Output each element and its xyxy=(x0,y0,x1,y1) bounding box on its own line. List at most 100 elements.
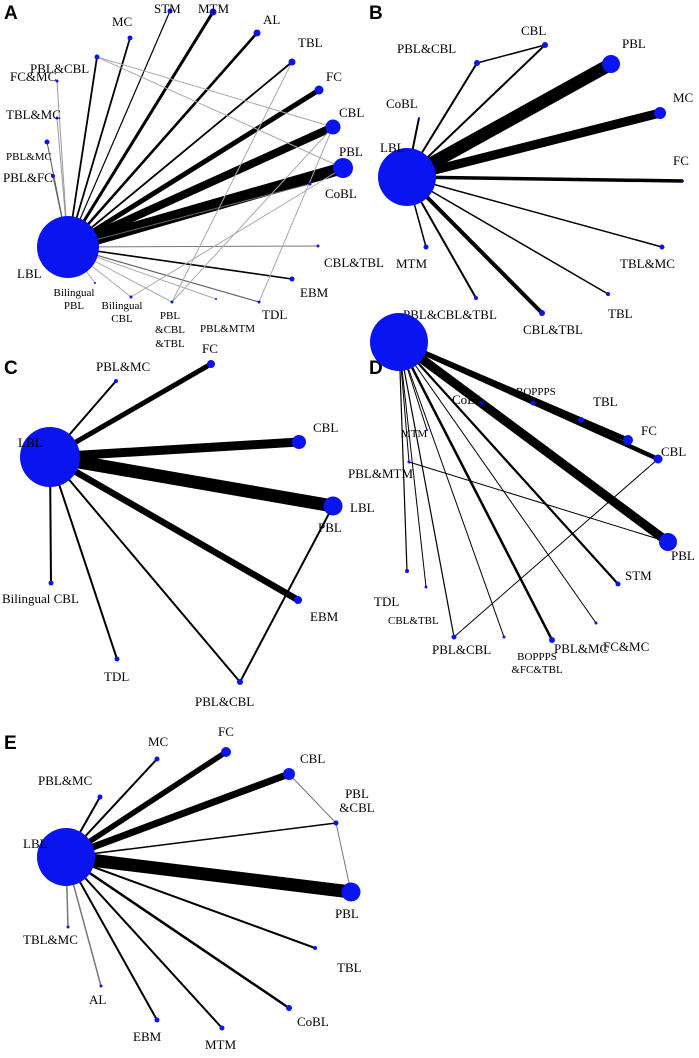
edge-pblcbl-cbl xyxy=(476,44,546,64)
node-label-tdl: TDL xyxy=(374,594,399,609)
node-pblfc xyxy=(51,174,55,178)
edge-lbl-pbl xyxy=(65,850,352,899)
node-pblmc xyxy=(549,637,555,643)
edge-pbl-bicbl xyxy=(130,167,344,298)
node-bicbl xyxy=(48,580,54,586)
node-label-pblcbltbl: &TBL xyxy=(155,338,185,350)
node-fc xyxy=(623,435,633,445)
edge-lbl-pblcbl xyxy=(49,456,241,683)
node-label-cobl: CoBL xyxy=(452,392,484,407)
node-fcmc xyxy=(594,621,598,625)
node-stm xyxy=(615,581,621,587)
node-label-bipbl: PBL xyxy=(64,300,84,312)
node-label-tbl: TBL xyxy=(593,394,618,409)
node-mc xyxy=(154,756,160,762)
edge-lbl-fcmc xyxy=(398,341,597,624)
node-pbl xyxy=(341,882,361,902)
node-label-al: AL xyxy=(89,992,106,1007)
node-cobl xyxy=(286,1005,292,1011)
edge-lbl-pblcbl xyxy=(398,341,455,638)
node-cbl xyxy=(283,768,295,780)
node-label-fc: FC xyxy=(202,341,218,356)
edges xyxy=(46,10,345,303)
edge-lbl-tbl xyxy=(65,856,316,949)
edge-cbl-tdl xyxy=(258,126,334,303)
node-tbl xyxy=(313,946,317,950)
node-lbl xyxy=(378,148,436,206)
node-label-cbltbl: CBL&TBL xyxy=(523,322,583,337)
node-label-tblmc: TBL&MC xyxy=(23,932,78,947)
node-label-lbl: LBL xyxy=(18,435,43,450)
node-label-cbltbl: CBL&TBL xyxy=(388,615,439,627)
edge-lbl-cbltbl xyxy=(398,341,427,588)
node-pbl xyxy=(323,496,343,516)
node-label-tdl: TDL xyxy=(262,307,287,322)
node-label-tblmc: TBL&MC xyxy=(620,256,675,271)
edge-lbl-pbl xyxy=(396,338,671,546)
node-label-tbl: TBL xyxy=(298,35,323,50)
edge-lbl-al xyxy=(67,32,258,248)
edge-lbl-pblcbl xyxy=(67,56,98,248)
node-label-tblmc: TBL&MC xyxy=(6,107,61,122)
node-tblmc xyxy=(55,116,59,120)
node-label-pblcbltbl: &CBL xyxy=(155,324,185,336)
node-label-bicbl: Bilingual xyxy=(102,300,143,312)
node-cbl xyxy=(292,435,306,449)
node-label-fc: FC xyxy=(218,724,234,739)
node-label-cobl: CoBL xyxy=(325,186,357,201)
node-label-fc: FC xyxy=(326,69,342,84)
node-label-fc: FC xyxy=(673,153,689,168)
edge-lbl-cbltbl xyxy=(67,245,319,248)
edge-lbl-mc xyxy=(67,37,131,248)
edge-lbl-tblmc xyxy=(406,176,663,248)
edge-lbl-tdl xyxy=(49,456,118,660)
node-label-al: AL xyxy=(263,12,280,27)
node-tdl xyxy=(405,569,409,573)
node-label-lbl: LBL xyxy=(380,140,405,155)
edges xyxy=(396,338,671,641)
node-fcmc xyxy=(55,79,59,83)
node-pblmc xyxy=(44,139,50,145)
node-pblcbl xyxy=(451,634,457,640)
node-label-lbl: LBL xyxy=(17,266,42,281)
edge-lbl-tdl xyxy=(67,246,260,303)
node-cobl xyxy=(480,401,484,405)
node-label-stm: STM xyxy=(154,1,181,16)
node-label-bopppsfctbl: &FC&TBL xyxy=(511,664,563,676)
edge-lbl-cobl xyxy=(65,855,290,1010)
node-tbl xyxy=(606,292,610,296)
edge-lbl-cobl xyxy=(67,183,311,248)
node-label-pbl: PBL xyxy=(622,36,646,51)
node-label-pblcbl: PBL&CBL xyxy=(30,61,89,76)
node-pblmtm xyxy=(215,298,217,300)
node-pbl xyxy=(333,158,353,178)
node-pblcbl xyxy=(474,60,480,66)
edges xyxy=(64,749,352,1029)
node-lbl xyxy=(20,427,80,487)
node-label-cbl: CBL xyxy=(339,105,364,120)
node-label-cbl: CBL xyxy=(661,444,686,459)
node-cbl xyxy=(653,454,663,464)
node-fc xyxy=(682,180,684,182)
node-label-boppps: BOPPPS xyxy=(516,386,556,398)
node-label-cbl: CBL xyxy=(521,23,546,38)
node-label-tdl: TDL xyxy=(104,669,129,684)
node-label-pbl: PBL xyxy=(339,144,363,159)
edge-lbl-mc xyxy=(405,108,662,182)
edge-lbl-mtm xyxy=(66,11,215,248)
node-label-fcmc: FC&MC xyxy=(10,69,56,84)
node-cbl xyxy=(542,42,548,48)
edge-lbl-cbl xyxy=(66,123,335,251)
edge-pblcbl-cbl xyxy=(96,56,334,128)
node-label-cbltbl: CBL&TBL xyxy=(324,255,384,270)
node-pblcbl xyxy=(237,679,243,685)
node-label-bopppsfctbl: BOPPPS xyxy=(517,651,557,663)
node-tdl xyxy=(257,300,261,304)
panel-e: ELBLMCFCCBLPBL&MCPBL&CBLPBLTBL&MCTBLALCo… xyxy=(4,724,375,1052)
node-label-pblcbl: PBL&CBL xyxy=(432,642,491,657)
node-label-cobl: CoBL xyxy=(297,1014,329,1029)
edge-lbl-cbl xyxy=(406,44,546,178)
